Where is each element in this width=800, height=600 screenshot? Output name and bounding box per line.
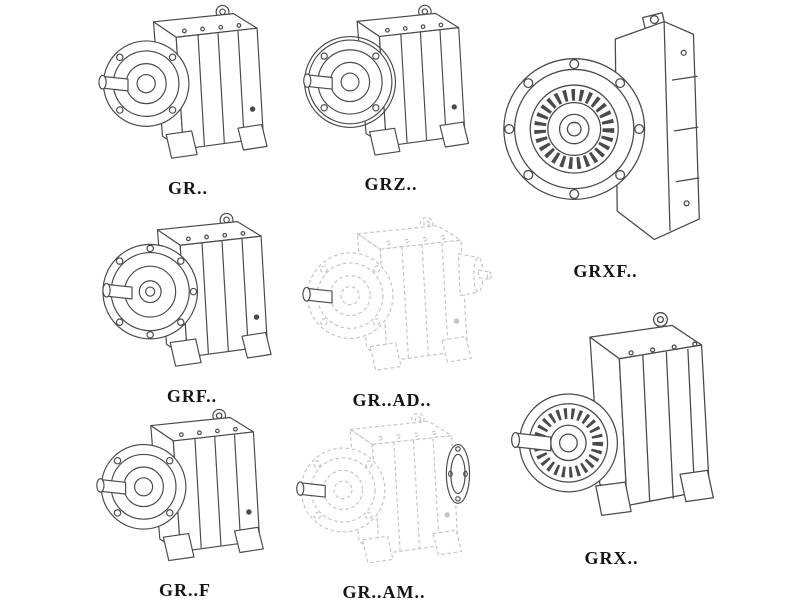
gearbox-drawing-gram (296, 412, 471, 564)
gearbox-drawing-gr (98, 4, 268, 159)
gearbox-drawing-grx (494, 298, 729, 543)
figure-gr: GR.. (88, 0, 288, 204)
label-grff: GR..F (159, 580, 211, 600)
gearbox-drawing-grf (102, 212, 272, 367)
label-gram: GR..AM.. (342, 582, 426, 600)
figure-gram: GR..AM.. (286, 408, 482, 600)
figure-grx: GRX.. (494, 298, 729, 578)
figure-grz: GRZ.. (293, 0, 489, 204)
gearbox-drawing-grff (96, 408, 264, 562)
gearbox-drawing-grxf (498, 2, 713, 256)
figure-grxf: GRXF.. (498, 2, 713, 292)
label-grad: GR..AD.. (352, 389, 432, 410)
gearbox-drawing-grz (303, 4, 470, 156)
label-grz: GRZ.. (364, 174, 418, 195)
label-gr: GR.. (168, 177, 208, 198)
label-grx: GRX.. (584, 547, 639, 568)
gearbox-drawing-grad (302, 216, 492, 371)
figure-grff: GR..F (86, 404, 284, 600)
label-grf: GRF.. (166, 385, 218, 406)
figure-grf: GRF.. (92, 208, 292, 410)
label-grxf: GRXF.. (573, 261, 638, 282)
figure-grad: GR..AD.. (292, 212, 492, 412)
